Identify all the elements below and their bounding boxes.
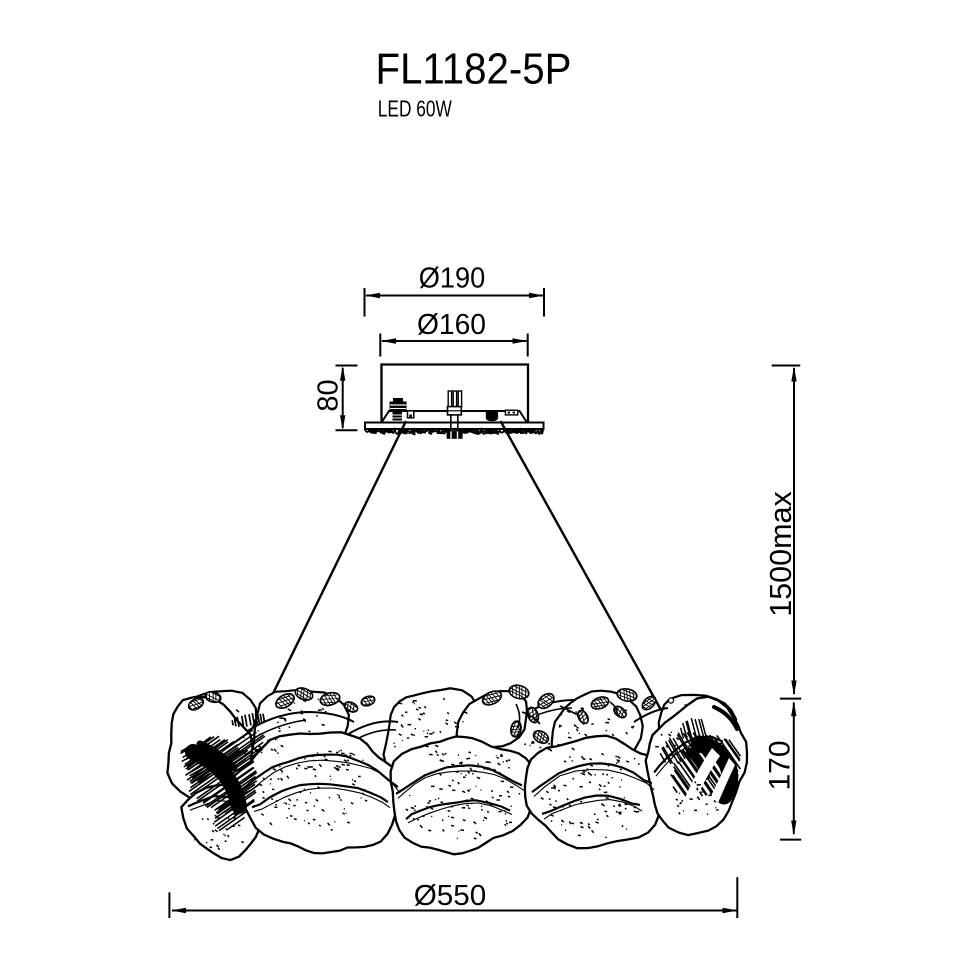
svg-text:FL1182-5P: FL1182-5P [376, 46, 572, 94]
svg-text:Ø190: Ø190 [419, 263, 486, 295]
svg-text:Ø550: Ø550 [414, 880, 487, 912]
svg-text:1500max: 1500max [764, 491, 798, 616]
svg-text:Ø160: Ø160 [417, 309, 486, 341]
svg-text:80: 80 [313, 379, 345, 411]
svg-text:170: 170 [764, 740, 797, 790]
svg-text:LED 60W: LED 60W [378, 96, 452, 122]
